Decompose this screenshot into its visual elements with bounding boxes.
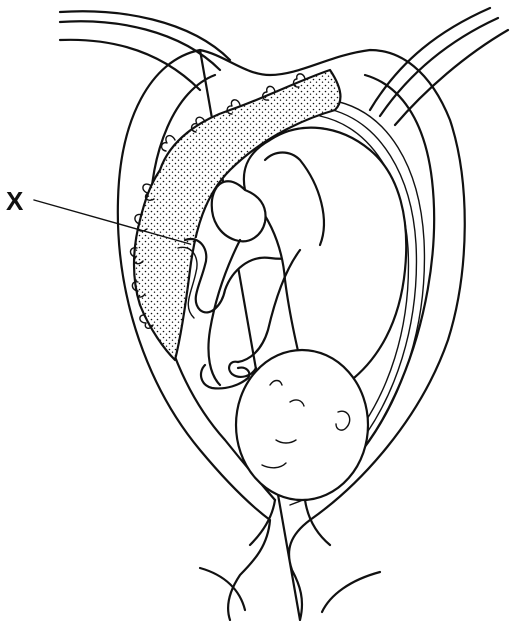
right-tube	[370, 8, 508, 125]
label-x: X	[6, 186, 23, 217]
